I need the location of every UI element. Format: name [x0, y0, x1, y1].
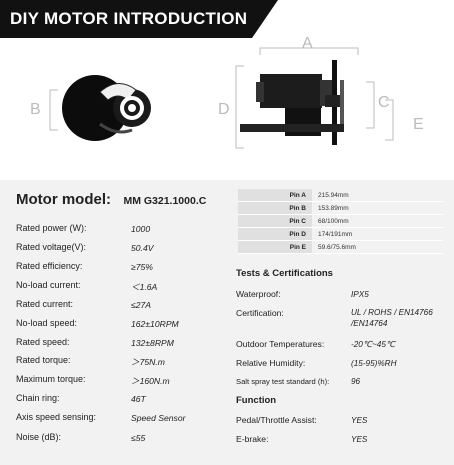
ebrake-label: E-brake:: [236, 434, 269, 444]
spec-value: 1000: [131, 224, 151, 234]
table-row: Pin C 68/100mm: [238, 214, 443, 228]
spec-label: Rated power (W):: [16, 223, 87, 233]
spec-label: Noise (dB):: [16, 432, 62, 442]
spec-value: ＜1.6A: [131, 282, 158, 292]
motor-illustration: [49, 47, 394, 149]
table-row: Pin B 153.89mm: [238, 201, 443, 215]
salt-spray-label: Salt spray test standard (h):: [236, 377, 330, 386]
spec-label: Rated efficiency:: [16, 261, 83, 271]
pin-name: Pin A: [238, 189, 312, 202]
spec-value: ＞160N.m: [131, 376, 170, 386]
spec-value: ＞75N.m: [131, 357, 165, 367]
pedal-assist-value: YES: [351, 416, 368, 425]
waterproof-value: IPX5: [351, 290, 369, 299]
dimension-c-label: C: [378, 94, 390, 111]
pedal-assist-label: Pedal/Throttle Assist:: [236, 415, 317, 425]
dimension-a-label: A: [302, 35, 313, 52]
spec-label: Maximum torque:: [16, 374, 86, 384]
certification-label: Certification:: [236, 308, 284, 318]
outdoor-temp-label: Outdoor Temperatures:: [236, 339, 325, 349]
pin-value: 174/191mm: [312, 227, 443, 241]
table-row: Pin A 215.94mm: [238, 189, 443, 202]
tests-section-title: Tests & Certifications: [236, 268, 333, 279]
spec-value: ≥75%: [131, 262, 153, 272]
pin-name: Pin C: [238, 214, 312, 228]
pin-name: Pin E: [238, 240, 312, 254]
outdoor-temp-value: -20℃~45℃: [351, 340, 396, 349]
page-title: DIY MOTOR INTRODUCTION: [10, 9, 248, 28]
pin-value: 215.94mm: [312, 189, 443, 202]
humidity-value: (15-95)%RH: [351, 359, 397, 368]
ebrake-value: YES: [351, 435, 368, 444]
motor-side-view: [49, 75, 151, 141]
pin-value: 153.89mm: [312, 201, 443, 215]
pin-name: Pin D: [238, 227, 312, 241]
spec-value: 50.4V: [131, 243, 154, 253]
spec-label: Rated current:: [16, 299, 74, 309]
banner-background: [0, 0, 278, 38]
pin-dimension-table: Pin A 215.94mm Pin B 153.89mm Pin C 68/1…: [238, 189, 443, 254]
spec-label: Rated torque:: [16, 355, 71, 365]
motor-model-label: Motor model:: [16, 191, 111, 208]
spec-label: Axis speed sensing:: [16, 412, 97, 422]
pin-value: 68/100mm: [312, 214, 443, 228]
spec-label: No-load current:: [16, 280, 81, 290]
motor-front-view: [235, 47, 394, 149]
spec-value: ≤27A: [131, 300, 152, 310]
spec-value: 46T: [131, 394, 146, 404]
motor-model-value: MM G321.1000.C: [123, 195, 207, 207]
waterproof-label: Waterproof:: [236, 289, 281, 299]
spec-label: Rated speed:: [16, 337, 70, 347]
pin-name: Pin B: [238, 201, 312, 215]
humidity-label: Relative Humidity:: [236, 358, 306, 368]
spec-value: 162±10RPM: [131, 319, 179, 329]
spec-value: 132±8RPM: [131, 338, 174, 348]
function-section-title: Function: [236, 395, 277, 406]
spec-label: Chain ring:: [16, 393, 60, 403]
motor-model-row: Motor model: MM G321.1000.C: [16, 191, 206, 209]
dimension-b-label: B: [30, 101, 41, 118]
spec-label: Rated voltage(V):: [16, 242, 87, 252]
certification-value: UL / ROHS / EN14766: [351, 308, 433, 317]
spec-value: ≤55: [131, 433, 146, 443]
dimension-e-label: E: [413, 116, 424, 133]
pin-value: 59.6/75.6mm: [312, 240, 443, 254]
motor-diagram: A B C D E: [0, 35, 454, 180]
spec-label: No-load speed:: [16, 318, 78, 328]
salt-spray-value: 96: [351, 377, 361, 386]
table-row: Pin D 174/191mm: [238, 227, 443, 241]
certification-value-cont: /EN14764: [351, 319, 388, 328]
table-row: Pin E 59.6/75.6mm: [238, 240, 443, 254]
dimension-d-label: D: [218, 101, 230, 118]
spec-value: Speed Sensor: [131, 413, 186, 423]
